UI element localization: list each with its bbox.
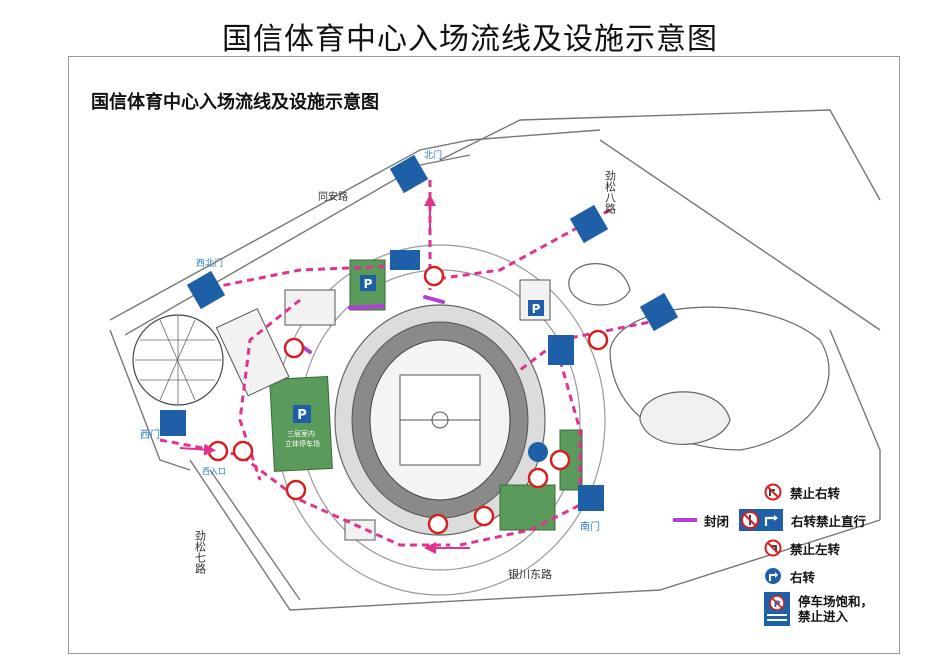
legend-item-right-turn: 右转 — [764, 562, 898, 590]
gate-label-north: 北门 — [424, 149, 442, 161]
legend-item-parking-full: P 停车场饱和，禁止进入 — [764, 590, 898, 628]
parking-label: 立体停车场 — [285, 439, 320, 448]
gate-label-west-entrance: 西入口 — [202, 467, 226, 476]
no-right-turn-icon — [764, 483, 782, 501]
svg-text:P: P — [532, 302, 541, 316]
legend-label-right-turn: 右转 — [790, 569, 816, 585]
green-fields — [269, 259, 583, 531]
legend: 禁止右转 封闭 右转禁止直行 禁止左转 右转 P 停车场饱和，禁止进入 — [672, 478, 898, 628]
parking-sub-label: 三层室内 — [287, 429, 315, 438]
sign-parking-field: P — [293, 405, 311, 423]
parking-full-sign — [160, 154, 679, 511]
map-signs: P P P — [160, 154, 679, 535]
legend-item-no-right-turn: 禁止右转 — [764, 478, 898, 506]
right-turn-no-straight-icon — [739, 509, 784, 531]
sign-parking-east: P — [528, 300, 544, 316]
right-turn-sign — [390, 250, 574, 462]
gate-label-west: 西门 — [140, 428, 160, 441]
svg-text:P: P — [297, 408, 307, 423]
main-stadium — [334, 304, 546, 536]
no-right-turn-sign — [207, 329, 609, 471]
no-left-turn-sign — [285, 265, 549, 535]
legend-label-no-left-turn: 禁止左转 — [790, 541, 841, 557]
svg-text:P: P — [364, 277, 373, 291]
gate-label-northwest: 西北门 — [196, 257, 223, 269]
right-turn-icon — [764, 567, 782, 585]
road-label-jinsong8: 劲松八路 — [604, 170, 617, 215]
legend-item-closed: 封闭 右转禁止直行 — [672, 506, 898, 534]
gate-label-south: 南门 — [580, 520, 600, 533]
legend-label-no-right-turn: 禁止右转 — [790, 485, 841, 501]
buildings — [215, 279, 551, 541]
route-arrows — [179, 194, 470, 554]
legend-label-parking-full: 停车场饱和，禁止进入 — [798, 594, 874, 624]
parking-full-icon: P — [764, 592, 790, 626]
east-complex — [568, 263, 830, 451]
road-label-yinchuan-east: 银川东路 — [508, 567, 552, 581]
legend-label-closed: 封闭 — [704, 513, 730, 529]
geodesic-dome — [132, 314, 224, 406]
sign-parking-north: P — [360, 275, 376, 291]
road-label-tongan: 同安路 — [318, 190, 348, 203]
no-left-turn-icon — [764, 539, 782, 557]
map-title: 国信体育中心入场流线及设施示意图 — [91, 92, 379, 113]
road-label-jinsong7: 劲松七路 — [194, 530, 207, 575]
legend-label-right-turn-no-straight: 右转禁止直行 — [791, 513, 867, 529]
closed-line-icon — [672, 517, 698, 523]
svg-text:P: P — [774, 600, 781, 610]
legend-item-no-left-turn: 禁止左转 — [764, 534, 898, 562]
page-title: 国信体育中心入场流线及设施示意图 — [222, 22, 718, 57]
